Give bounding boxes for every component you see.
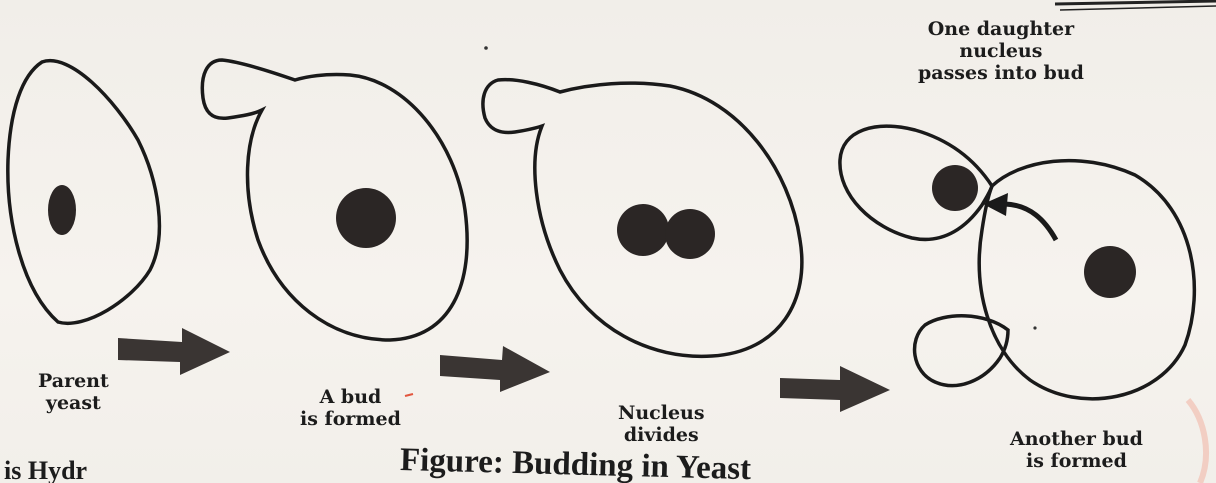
label-nucleus-divides-line1: Nucleus	[618, 402, 705, 424]
arrow-2	[440, 346, 550, 392]
label-another-bud-line2: is formed	[1010, 450, 1143, 472]
label-another-bud: Another bud is formed	[1010, 428, 1143, 472]
label-daughter-nucleus-line1: One daughter	[918, 18, 1084, 40]
stray-mark	[1033, 326, 1036, 329]
parent-nucleus	[48, 185, 76, 235]
label-parent-yeast-line2: yeast	[38, 392, 109, 414]
stage-nucleus-divides	[483, 80, 802, 357]
corner-rule-thin	[1060, 6, 1216, 10]
arrow-1	[118, 328, 230, 375]
parent-cell-outline	[8, 61, 160, 324]
cut-off-text-fragment: is Hydr	[4, 456, 87, 483]
label-bud-formed-line2: is formed	[300, 408, 401, 430]
label-nucleus-divides-line2: divides	[618, 424, 705, 446]
label-daughter-nucleus: One daughter nucleus passes into bud	[918, 18, 1084, 84]
parent-body-nucleus	[1084, 246, 1136, 298]
watermark-curve	[1188, 400, 1206, 483]
daughter-nucleus-right	[665, 209, 715, 259]
label-nucleus-divides: Nucleus divides	[618, 402, 705, 446]
stage-another-bud	[840, 126, 1194, 399]
stage-parent-yeast	[8, 61, 160, 324]
label-parent-yeast-line1: Parent	[38, 370, 109, 392]
curved-arrow-shaft	[1005, 204, 1056, 240]
transferred-nucleus	[932, 165, 978, 211]
accent-mark	[405, 394, 413, 396]
label-bud-formed: A bud is formed	[300, 386, 401, 430]
corner-rule	[1055, 1, 1216, 4]
label-another-bud-line1: Another bud	[1010, 428, 1143, 450]
label-parent-yeast: Parent yeast	[38, 370, 109, 414]
label-daughter-nucleus-line2: nucleus	[918, 40, 1084, 62]
label-bud-formed-line1: A bud	[300, 386, 401, 408]
arrow-3	[780, 366, 890, 412]
lower-bud-outline	[915, 316, 1008, 386]
stray-mark	[484, 46, 488, 50]
bud-stage-nucleus	[336, 188, 396, 248]
daughter-nucleus-left	[617, 204, 669, 256]
bud-cell-outline	[202, 60, 467, 340]
stage-bud-formed	[202, 60, 467, 340]
label-daughter-nucleus-line3: passes into bud	[918, 62, 1084, 84]
